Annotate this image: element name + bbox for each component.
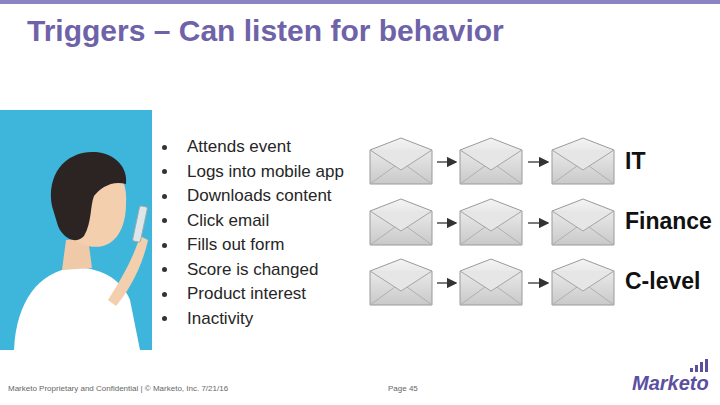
person-illustration bbox=[0, 110, 152, 350]
bullet-dot bbox=[162, 145, 167, 150]
bullet-dot bbox=[162, 316, 167, 321]
slide-title: Triggers – Can listen for behavior bbox=[27, 14, 504, 48]
trigger-item: Fills out form bbox=[187, 235, 284, 255]
trigger-item: Score is changed bbox=[187, 260, 318, 280]
top-bar bbox=[0, 0, 720, 4]
footer-note: Marketo Proprietary and Confidential | ©… bbox=[8, 384, 228, 393]
trigger-item: Product interest bbox=[187, 284, 306, 304]
audience-label: Finance bbox=[625, 208, 712, 235]
brand-logo: Marketo bbox=[632, 372, 709, 395]
audience-label: C-level bbox=[625, 268, 700, 295]
bullet-dot bbox=[162, 218, 167, 223]
bullet-dot bbox=[162, 194, 167, 199]
bullet-dot bbox=[162, 243, 167, 248]
trigger-item: Click email bbox=[187, 211, 269, 231]
bullet-dot bbox=[162, 267, 167, 272]
audience-label: IT bbox=[625, 148, 645, 175]
trigger-item: Logs into mobile app bbox=[187, 162, 344, 182]
bullet-dot bbox=[162, 169, 167, 174]
bullet-dot bbox=[162, 292, 167, 297]
trigger-item: Attends event bbox=[187, 137, 291, 157]
email-flows bbox=[370, 138, 614, 305]
trigger-item: Downloads content bbox=[187, 186, 332, 206]
trigger-item: Inactivity bbox=[187, 309, 253, 329]
page-number: Page 45 bbox=[388, 384, 418, 393]
logo-bars bbox=[690, 359, 708, 372]
